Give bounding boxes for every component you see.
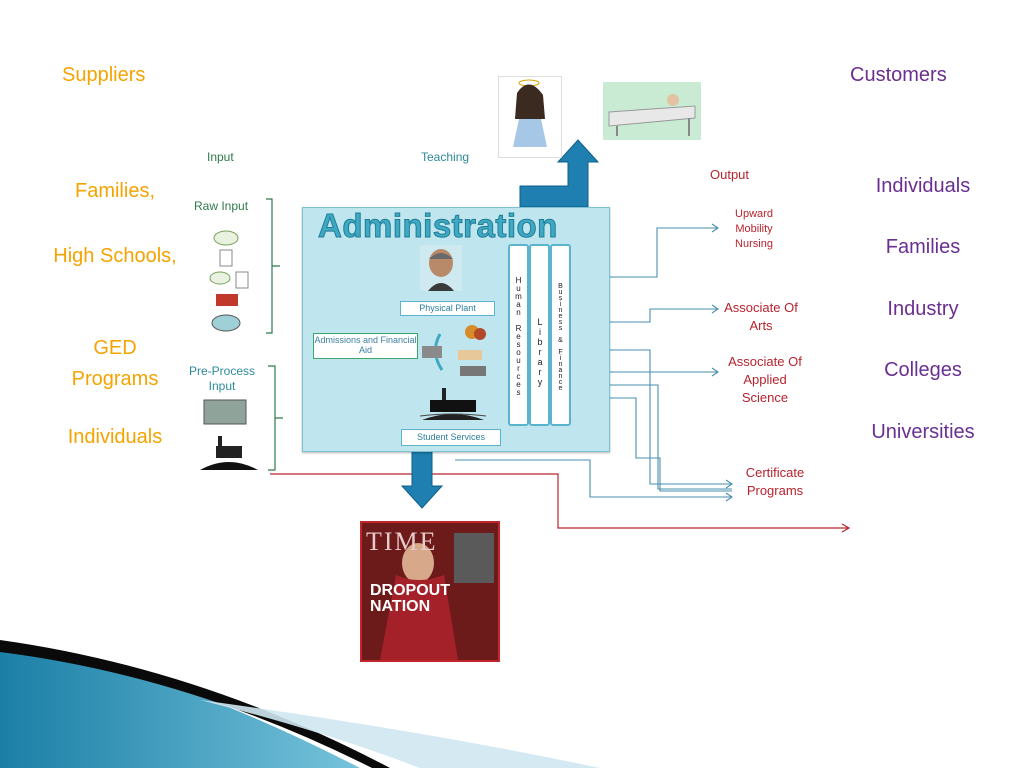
magazine-cover: TIME DROPOUT NATION: [360, 521, 500, 662]
output-certificate: Certificate Programs: [745, 465, 805, 498]
supplier-ged: GED Programs: [71, 337, 159, 390]
administrator-photo: [420, 245, 462, 291]
student-services-box: Student Services: [401, 429, 501, 446]
supplier-families: Families,: [74, 180, 155, 202]
patient-bed-image: [603, 82, 701, 140]
magazine-headline: DROPOUT NATION: [370, 582, 450, 615]
input-label: Input: [207, 150, 234, 164]
library-label: Library: [535, 317, 545, 387]
output-associate-applied: Associate Of Applied Science: [728, 354, 802, 405]
output-label: Output: [710, 167, 750, 182]
output-upward-mobility: Upward Mobility Nursing: [735, 208, 773, 250]
business-finance-box: Business & Finance: [550, 244, 571, 426]
process-cycle-icon: [420, 322, 498, 382]
customer-families: Families: [885, 236, 961, 258]
raw-input-label: Raw Input: [194, 199, 249, 213]
library-box: Library: [529, 244, 550, 426]
supplier-individuals: Individuals: [67, 426, 163, 448]
customer-universities: Universities: [871, 421, 975, 443]
building-icon: [419, 386, 487, 422]
human-resources-label: Human Resources: [514, 276, 523, 396]
business-finance-label: Business & Finance: [557, 283, 564, 391]
customer-individuals: Individuals: [875, 175, 971, 197]
pre-process-icons: [198, 396, 260, 474]
pre-process-input-label: Pre-Process Input: [188, 364, 256, 393]
customer-colleges: Colleges: [884, 359, 962, 381]
human-resources-box: Human Resources: [508, 244, 529, 426]
teaching-label: Teaching: [421, 150, 470, 164]
teacher-cartoon-image: [498, 76, 562, 158]
raw-input-icons: [208, 228, 258, 338]
suppliers-heading: Suppliers: [62, 64, 146, 86]
magazine-brand: TIME: [366, 527, 438, 556]
physical-plant-box: Physical Plant: [400, 301, 495, 316]
supplier-high-schools: High Schools,: [53, 245, 177, 267]
customers-heading: Customers: [850, 64, 947, 86]
administration-title: Administration: [318, 207, 558, 245]
admissions-box: Admissions and Financial Aid: [313, 333, 418, 359]
output-associate-arts: Associate Of Arts: [724, 300, 798, 333]
customer-industry: Industry: [887, 298, 959, 320]
